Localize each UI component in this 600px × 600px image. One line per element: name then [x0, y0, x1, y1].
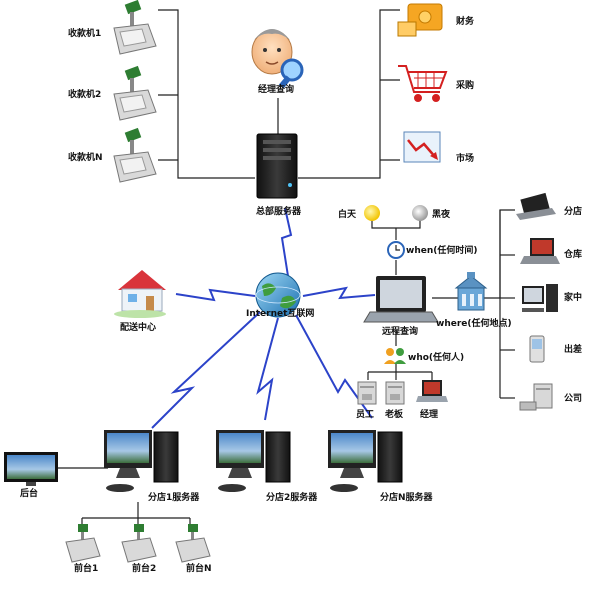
manager-query-label: 经理查询	[258, 83, 294, 95]
location-home-label: 家中	[564, 291, 582, 303]
backend-monitor-icon	[4, 452, 58, 486]
front-desk-2-icon	[121, 524, 157, 563]
day-label: 白天	[338, 208, 357, 220]
who-label: who(任何人)	[408, 351, 464, 363]
backend-label: 后台	[20, 487, 38, 499]
branch-1-workstation-icon	[104, 430, 179, 492]
where-label: where(任何地点)	[436, 317, 512, 329]
location-warehouse-label: 仓库	[563, 248, 582, 260]
shopping-cart-icon	[398, 65, 448, 102]
manager-query-icon	[251, 29, 304, 89]
clock-icon	[387, 241, 405, 259]
connector-lines	[58, 9, 515, 525]
boss-computer-icon	[385, 381, 405, 405]
internet-label: Internet互联网	[246, 307, 314, 319]
branch-1-server-label: 分店1服务器	[148, 491, 200, 503]
location-travel-label: 出差	[564, 343, 582, 355]
location-branch-label: 分店	[564, 205, 582, 217]
landmark-building-icon	[454, 272, 488, 311]
link-remote-internet	[302, 286, 376, 300]
delivery-center-house-icon	[114, 270, 166, 318]
market-label: 市场	[456, 152, 474, 164]
hq-server-icon	[256, 133, 298, 199]
front-desk-1-icon	[65, 524, 101, 563]
night-label: 黑夜	[432, 208, 451, 220]
hq-server-label: 总部服务器	[256, 205, 302, 217]
moon-icon	[412, 205, 428, 221]
office-computer-icon	[519, 383, 553, 411]
department-bracket	[298, 9, 400, 179]
delivery-center-label: 配送中心	[120, 321, 156, 333]
manager-laptop-icon	[416, 380, 448, 402]
register-1	[113, 0, 157, 55]
staff-label: 员工	[356, 409, 374, 420]
purchase-label: 采购	[455, 79, 474, 91]
front-desk-2-label: 前台2	[132, 562, 156, 574]
branch-2-server-label: 分店2服务器	[266, 491, 318, 503]
remote-query-label: 远程查询	[382, 325, 418, 337]
finance-icon	[397, 3, 443, 37]
manager-label: 经理	[420, 408, 438, 420]
sun-icon	[364, 205, 380, 221]
register-2	[113, 65, 157, 121]
register-bracket	[158, 9, 255, 179]
staff-computer-icon	[357, 381, 377, 405]
travel-pda-icon	[529, 335, 545, 363]
register-n-label: 收款机N	[68, 151, 103, 163]
home-desktop-icon	[522, 284, 558, 312]
internet-globe-icon	[255, 272, 301, 318]
link-delivery-internet	[175, 288, 256, 302]
branch-laptop-icon	[516, 192, 556, 220]
register-n	[113, 127, 157, 183]
link-hq-internet	[280, 207, 293, 277]
front-desk-bracket	[81, 502, 191, 525]
register-2-label: 收款机2	[68, 88, 101, 100]
front-desk-n-icon	[175, 524, 211, 563]
front-desk-1-label: 前台1	[74, 562, 98, 574]
branch-n-server-label: 分店N服务器	[380, 491, 434, 503]
market-chart-icon	[403, 131, 441, 163]
register-1-label: 收款机1	[68, 27, 101, 39]
people-group-icon	[384, 348, 406, 364]
link-branch2-internet	[256, 317, 279, 421]
boss-label: 老板	[384, 408, 404, 420]
branch-2-workstation-icon	[216, 430, 291, 492]
remote-query-laptop-icon	[363, 276, 439, 323]
location-office-label: 公司	[564, 393, 582, 404]
when-label: when(任何时间)	[406, 244, 477, 256]
branch-n-workstation-icon	[328, 430, 403, 492]
finance-label: 财务	[455, 15, 475, 27]
front-desk-n-label: 前台N	[186, 562, 212, 574]
warehouse-laptop-icon	[520, 238, 560, 264]
link-branch1-internet	[151, 311, 261, 429]
